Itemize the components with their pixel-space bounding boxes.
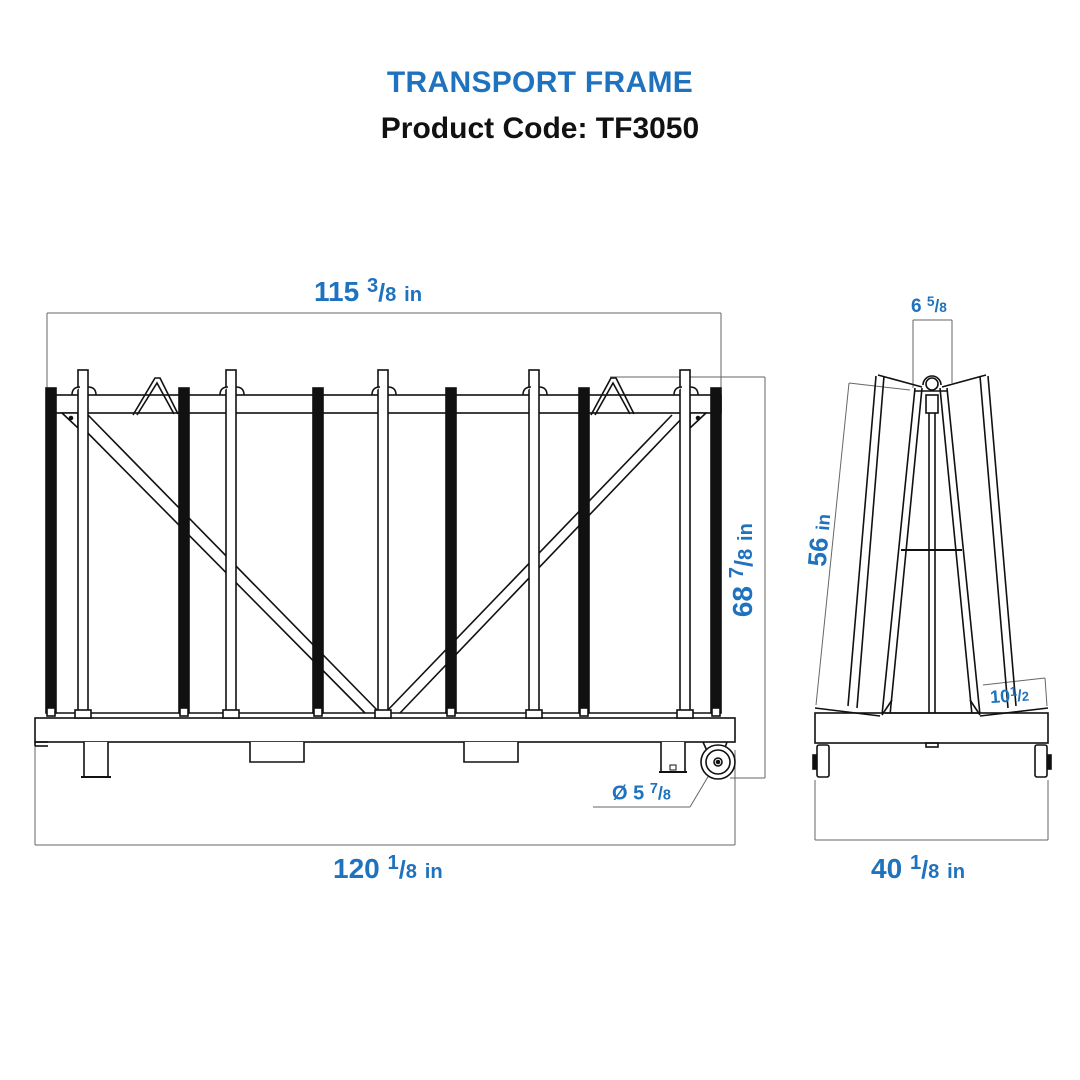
top-width-dimension: 115 3/8 in <box>314 275 423 308</box>
product-code: Product Code: TF3050 <box>380 112 700 145</box>
white-uprights <box>71 369 699 719</box>
a-hooks <box>132 377 635 416</box>
base-ledge-dimension: 101/2 <box>989 683 1030 708</box>
overall-length-dimension: 120 1/8 in <box>333 852 443 885</box>
overall-height-dimension: 68 7/8 in <box>725 523 758 618</box>
drawing-title: TRANSPORT FRAME <box>386 66 694 99</box>
overall-width-dimension: 40 1/8 in <box>871 852 966 885</box>
front-view <box>34 312 766 846</box>
side-view <box>812 319 1052 841</box>
dimension-lines-side <box>814 319 1049 841</box>
base-feet <box>81 742 687 778</box>
dimension-lines-front <box>34 312 766 846</box>
top-gap-dimension: 6 5/8 <box>911 294 947 318</box>
wheel-diameter-dimension: Ø 5 7/8 <box>612 781 671 805</box>
caster-wheel <box>700 741 736 780</box>
